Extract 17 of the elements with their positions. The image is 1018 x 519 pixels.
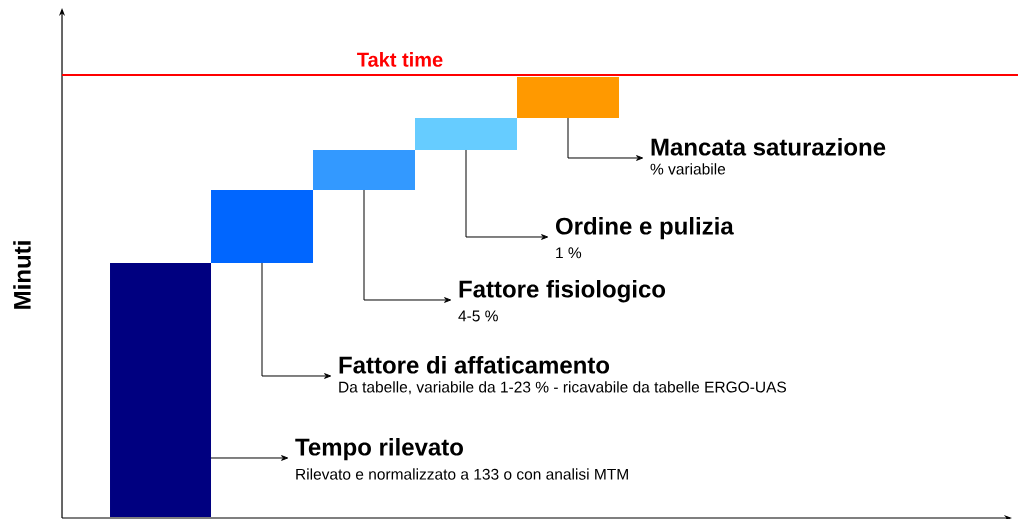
bar — [313, 150, 415, 190]
arrow — [210, 455, 289, 461]
arrow — [465, 149, 549, 240]
bar — [110, 263, 211, 517]
bar — [517, 77, 619, 118]
text-label: Ordine e pulizia 1 % — [556, 217, 734, 259]
text-label: Fattore fisiologico 4-5 % — [458, 280, 666, 322]
line-label: Takt time — [357, 52, 443, 67]
text-label: Mancata saturazione % variabile — [650, 138, 886, 175]
arrow — [567, 117, 644, 161]
text-label: Tempo rilevato Rilevato e normalizzato a 133 o con analisi MTM — [295, 438, 628, 480]
text-label: Fattore di affaticamento Da tabelle, variabile da 1-23 % - ricavabile da tabelle ERGO-UAS — [339, 356, 787, 395]
axis-label: Minuti — [13, 241, 31, 309]
bar — [211, 190, 313, 263]
arrow — [261, 262, 332, 379]
arrow — [363, 189, 452, 303]
bar — [415, 118, 517, 150]
